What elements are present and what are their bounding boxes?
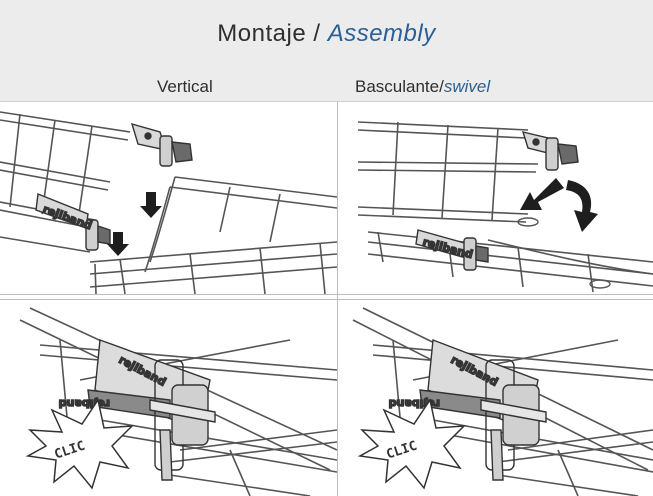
vertical-assembly-drawing: rejiband — [0, 111, 337, 294]
header-band: Montaje / Assembly Vertical Basculante/s… — [0, 0, 653, 102]
row-divider-bottom — [0, 299, 653, 300]
title-spanish: Montaje — [217, 20, 307, 47]
swivel-clic-drawing: rejiband rejiband CLIC — [352, 307, 653, 496]
illustration-vertical-clic-detail: rejiband rejiband CLIC — [0, 300, 337, 496]
svg-text:rejiband: rejiband — [59, 397, 110, 410]
row-divider-top — [0, 294, 653, 295]
vertical-clic-drawing: rejiband rejiband CLIC — [19, 307, 337, 496]
page-title: Montaje / Assembly — [0, 20, 653, 48]
column-label-vertical: Vertical — [157, 77, 213, 96]
title-separator: / — [306, 20, 328, 47]
illustration-swivel-assembly: rejiband — [338, 102, 653, 294]
swivel-assembly-drawing: rejiband — [357, 121, 653, 293]
column-divider — [337, 101, 338, 496]
title-english: Assembly — [327, 20, 436, 47]
swivel-label-spanish: Basculante/ — [355, 77, 444, 96]
illustration-swivel-clic-detail: rejiband rejiband CLIC — [338, 300, 653, 496]
swivel-label-english: swivel — [443, 77, 491, 96]
illustration-vertical-assembly: rejiband — [0, 102, 337, 294]
column-label-swivel: Basculante/swivel — [355, 77, 490, 97]
